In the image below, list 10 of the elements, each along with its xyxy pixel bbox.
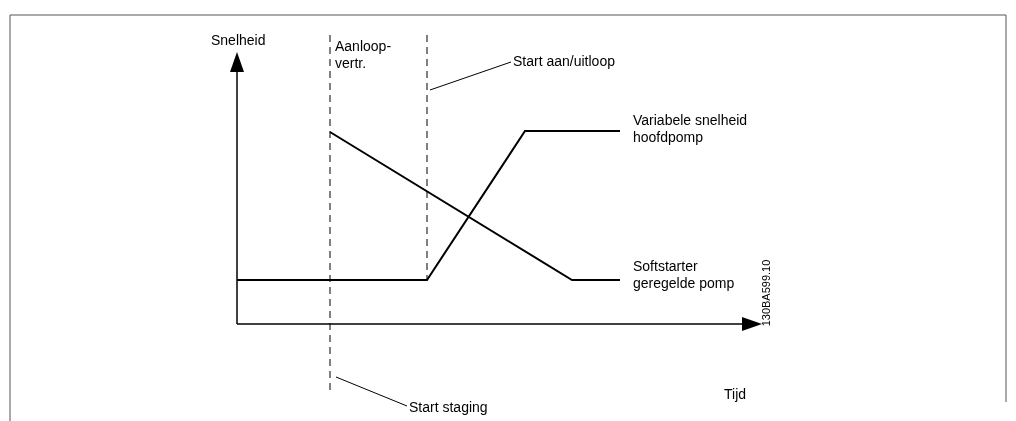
leader-line <box>335 376 408 407</box>
callout-text: Start staging <box>409 398 488 416</box>
axis-label: Aanloop- vertr. <box>335 38 393 72</box>
axis-label: Snelheid <box>211 32 267 49</box>
axis-label: Tijd <box>724 386 748 403</box>
axis-label: Softstarter geregelde pomp <box>633 258 736 292</box>
leader-line <box>429 61 512 91</box>
callout-text: Start aan/uitloop <box>513 52 615 70</box>
axis-label: Variabele snelheid hoofdpomp <box>633 112 749 146</box>
document-code: 130BA599.10 <box>760 259 772 327</box>
